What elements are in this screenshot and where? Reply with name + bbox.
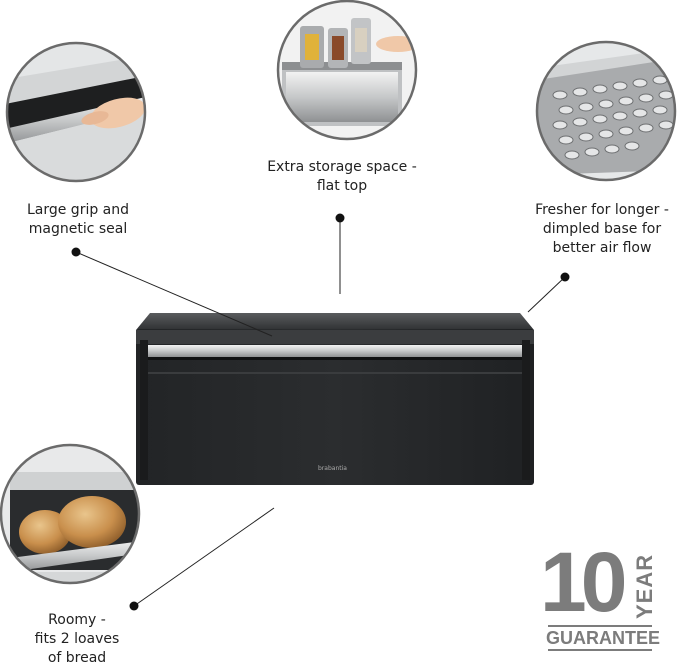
grip-label: Large grip and magnetic seal [26,202,130,237]
dimpled-base-photo [537,42,675,180]
roomy-label: Roomy - fits 2 loaves of bread [34,612,120,666]
guarantee-unit: YEAR [632,553,657,619]
brand-logo: brabantia [318,465,347,472]
storage-label: Extra storage space - flat top [267,159,417,194]
guarantee-divider-top [548,625,652,627]
guarantee-number: 10 [540,535,627,629]
fresher-label: Fresher for longer - dimpled base for be… [535,202,669,256]
guarantee-text: GUARANTEE [546,628,661,648]
storage-top-photo [278,1,416,139]
bread-bin [136,313,534,485]
guarantee-badge: 10 YEAR GUARANTEE [540,535,660,651]
grip-detail-photo [7,43,145,181]
bread-loaves-photo [1,445,139,583]
guarantee-divider-bottom [548,649,652,651]
callout-lines [71,213,570,611]
